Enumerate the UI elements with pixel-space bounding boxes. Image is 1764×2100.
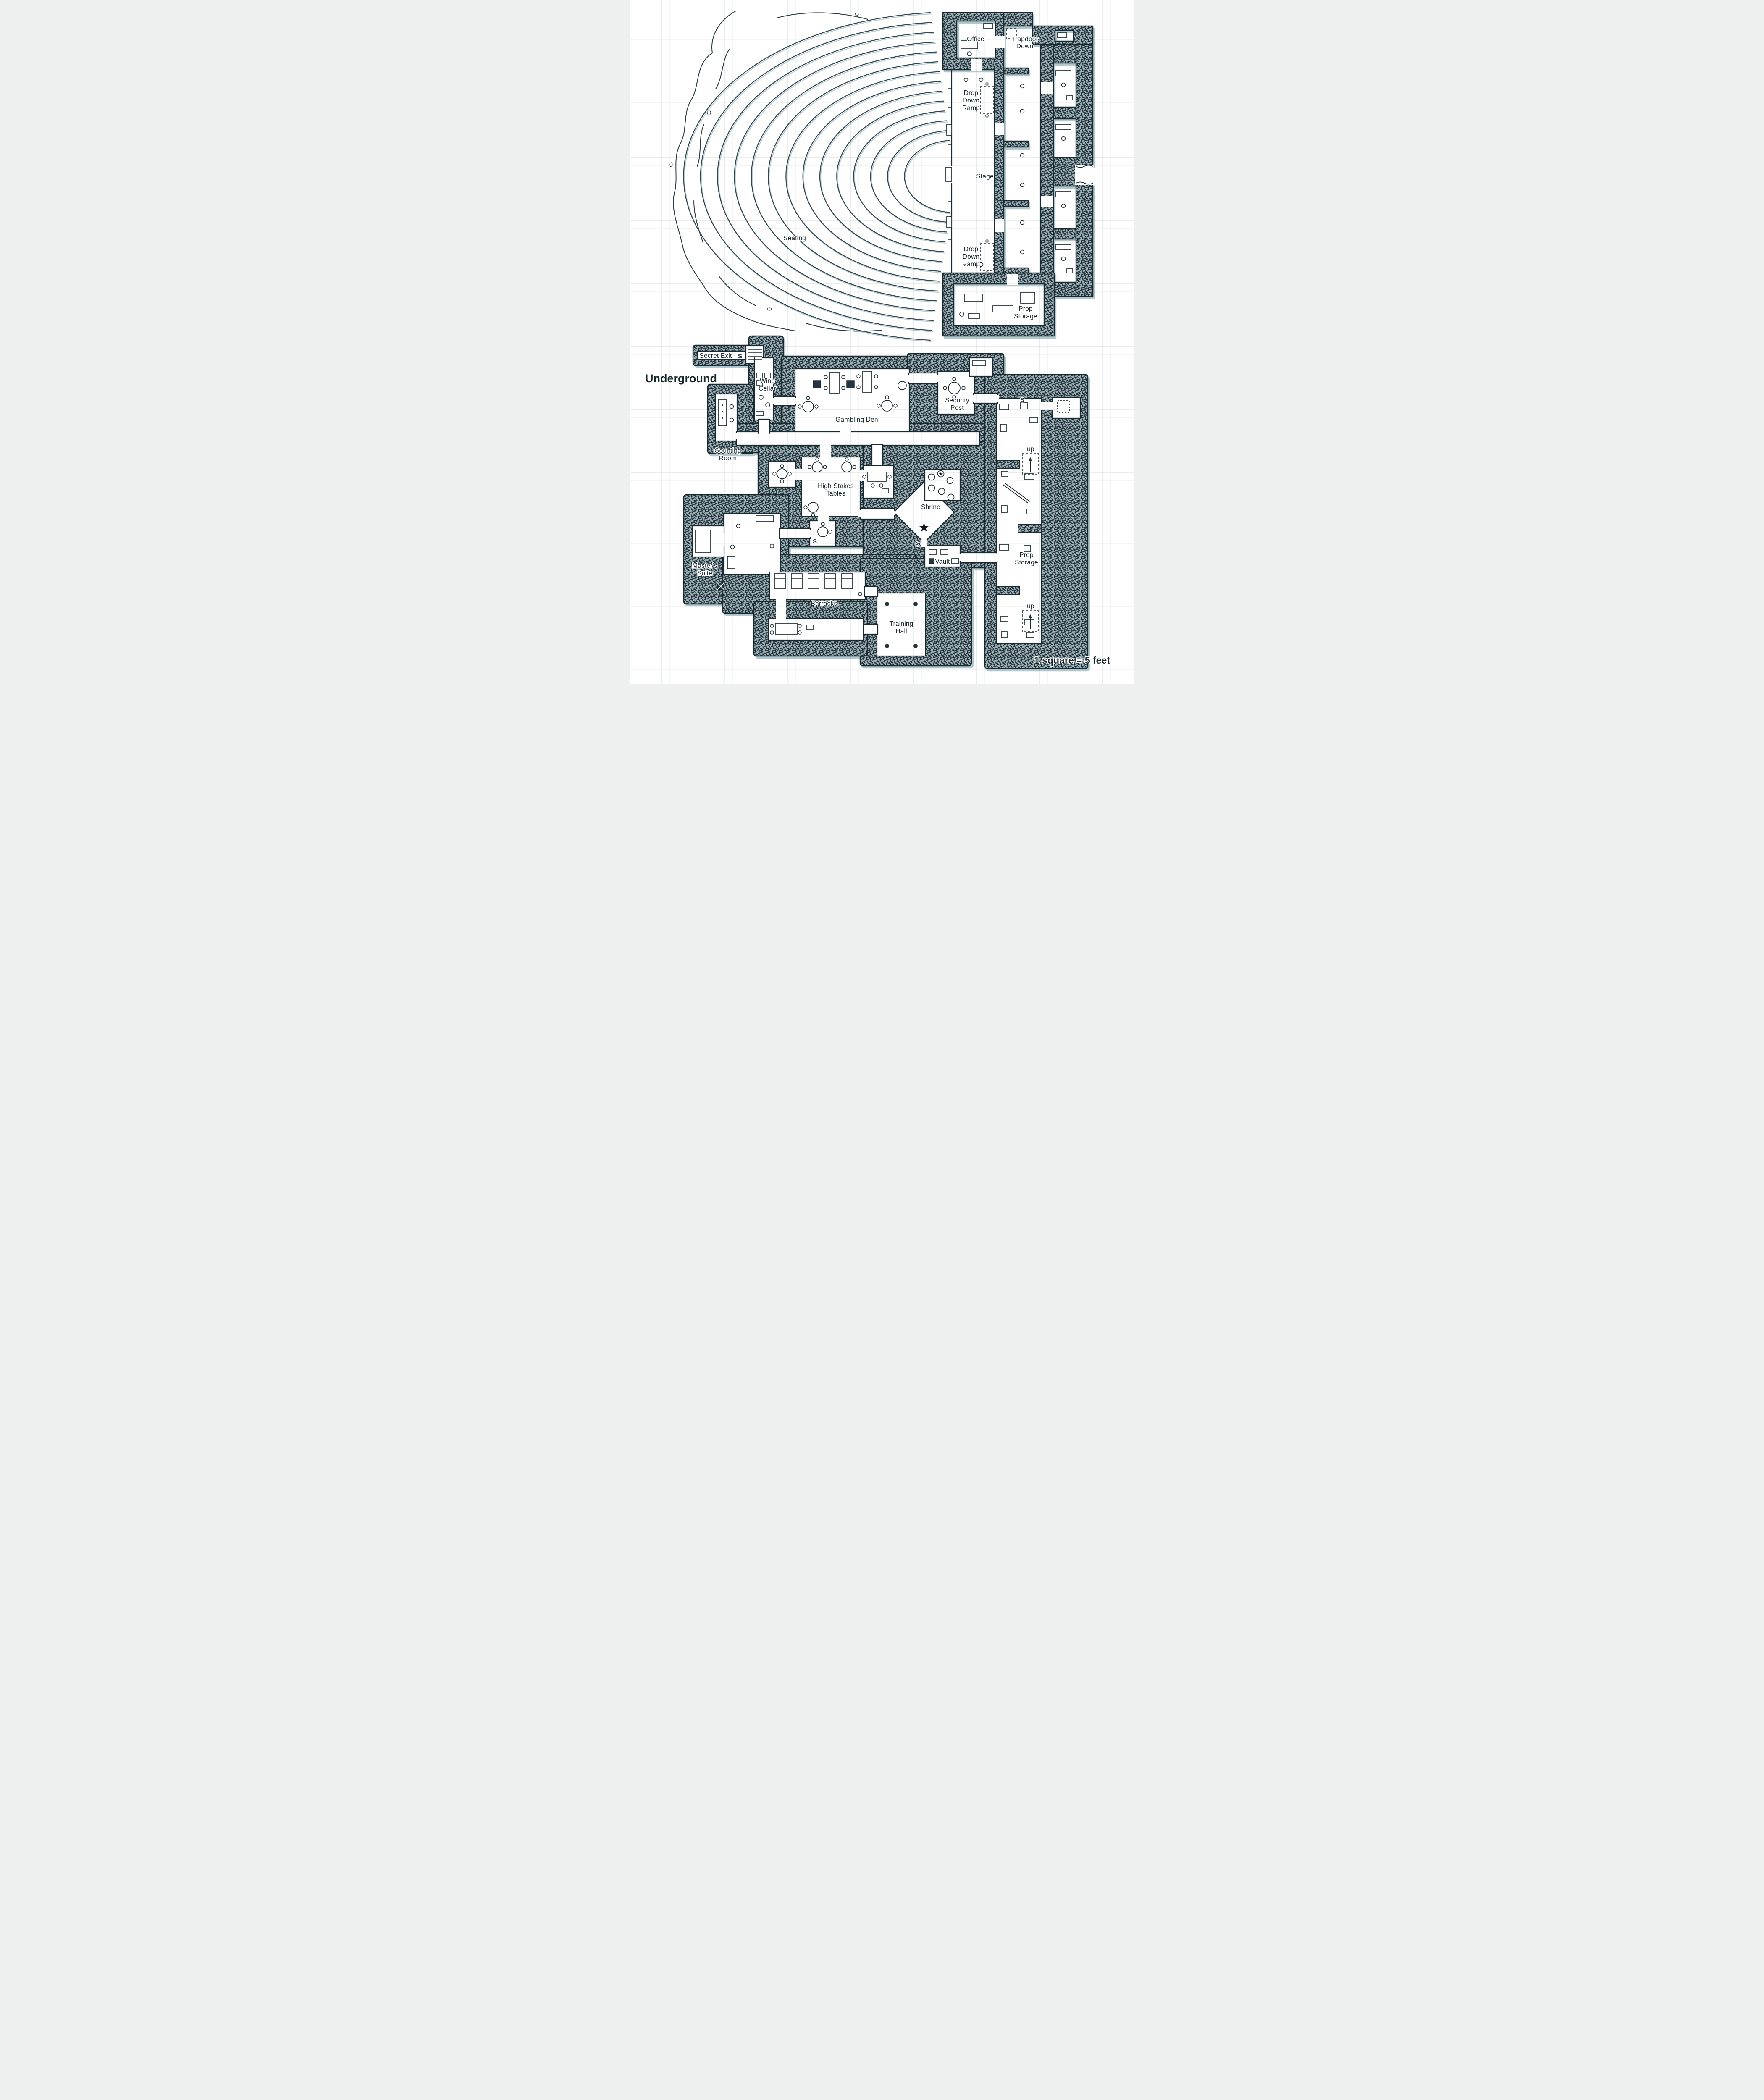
- label-s-center: S: [813, 538, 817, 545]
- label-stage: Stage: [976, 173, 994, 180]
- trapdoor-marker: [1006, 28, 1017, 39]
- seating-row-arc: [870, 120, 947, 233]
- underground-map: ★ ★: [683, 335, 1089, 669]
- dungeon-map-svg: Office Trapdoor Down Drop Down Ramp Stag…: [630, 0, 1134, 684]
- stage-corridor-wall: [994, 67, 1005, 274]
- room-wine-cellar: [753, 357, 774, 421]
- seating-rows: [683, 12, 950, 341]
- surface-labels: Office Trapdoor Down Drop Down Ramp Stag…: [782, 35, 1039, 321]
- map-titles: Underground 1 square = 5 feet: [644, 371, 1111, 667]
- label-ramp-bot-1: Drop: [964, 246, 978, 253]
- label-counting-2: Room: [719, 455, 737, 462]
- label-high-stakes-1: High Stakes: [818, 483, 854, 490]
- label-ramp-top-1: Drop: [964, 89, 978, 97]
- seating-row-arc: [734, 42, 935, 311]
- label-training-1: Training: [889, 620, 913, 627]
- corridor-vault-wing: [959, 552, 998, 564]
- label-seating: Seating: [783, 235, 806, 242]
- seating-row-arc: [768, 61, 938, 292]
- corridor-wine-gambling: [773, 396, 796, 407]
- stage-front-edge: [945, 70, 953, 273]
- label-office: Office: [967, 36, 984, 43]
- room-annex-east: [863, 465, 895, 499]
- corridor-right-wall: [1040, 44, 1054, 283]
- label-security-1: Security: [945, 397, 969, 404]
- corridor-barracks-training: [864, 585, 879, 597]
- room-prop-storage-ug: [995, 397, 1042, 644]
- label-prop-storage-2: Storage: [1014, 313, 1037, 320]
- corridor-main: [735, 431, 981, 446]
- seating-row-arc: [717, 32, 934, 321]
- label-prop-storage-1: Prop: [1018, 305, 1033, 312]
- label-secret-exit: Secret Exit: [699, 352, 732, 360]
- seating-row-arc: [683, 12, 931, 341]
- corridor-shrine-neck: [859, 507, 895, 520]
- seating-row-arc: [904, 140, 950, 213]
- seating-row-arc: [853, 110, 946, 242]
- ramp-marker-top: [980, 86, 994, 114]
- surface-map: Office Trapdoor Down Drop Down Ramp Stag…: [669, 10, 1094, 341]
- label-up-north: up: [1027, 446, 1034, 453]
- label-up-south: up: [1027, 603, 1034, 610]
- label-ramp-bot-3: Ramp: [962, 261, 980, 268]
- label-masters-1: Master's: [692, 562, 717, 570]
- corridor-gambling-security: [908, 372, 940, 385]
- scale-note: 1 square = 5 feet: [1034, 655, 1110, 666]
- seating-row-arc: [836, 100, 944, 252]
- cliff-edge: [669, 10, 882, 332]
- label-s-secret: S: [738, 353, 742, 360]
- top-right-wall: [1032, 25, 1094, 45]
- outer-east-wall-south: [1075, 183, 1094, 297]
- corridor-master-stairs: [779, 528, 811, 539]
- underground-furniture: ★ ★: [695, 349, 1070, 648]
- stage-doors: [971, 36, 1094, 285]
- stairs-up-south: [1022, 610, 1039, 632]
- underground-title: Underground: [645, 372, 717, 385]
- label-high-stakes-2: Tables: [826, 490, 845, 497]
- label-wine-1: Wine: [760, 378, 775, 385]
- coin-star-icon: ★: [938, 471, 943, 477]
- seating-row-arc: [751, 51, 937, 302]
- label-ramp-top-2: Down: [963, 97, 979, 104]
- corridor-down-neck: [871, 444, 884, 468]
- underground-openings: [721, 357, 1054, 620]
- seating-row-arc: [887, 130, 949, 223]
- stairs-up-north: [1022, 453, 1039, 475]
- label-training-2: Hall: [895, 628, 907, 635]
- underground-labels: Secret Exit S Wine Cellar Counting Room …: [691, 352, 1039, 636]
- label-masters-2: Suite: [697, 570, 712, 577]
- seating-row-arc: [802, 81, 941, 272]
- top-filler-wall: [1003, 12, 1033, 27]
- label-shrine: Shrine: [921, 504, 940, 511]
- label-ramp-top-3: Ramp: [962, 105, 980, 112]
- stage-furniture: [959, 23, 1073, 319]
- label-trapdoor-1: Trapdoor: [1011, 36, 1038, 43]
- seating-row-arc: [785, 71, 940, 282]
- seating-row-arc: [700, 22, 932, 331]
- label-ramp-bot-2: Down: [963, 253, 979, 260]
- dungeon-map-page: Office Trapdoor Down Drop Down Ramp Stag…: [630, 0, 1134, 684]
- seating-row-arc: [819, 91, 943, 262]
- shrine-star-icon: ★: [919, 521, 930, 535]
- outer-east-wall-north: [1075, 44, 1094, 166]
- label-wine-2: Cellar: [759, 385, 776, 392]
- broken-entrance: [1076, 165, 1093, 185]
- label-security-2: Post: [950, 404, 964, 412]
- label-prop-ug-1: Prop: [1019, 551, 1034, 559]
- corridor-training-neck: [863, 623, 879, 635]
- label-s-wing: S: [1020, 396, 1024, 404]
- label-vault: Vault: [935, 558, 950, 565]
- label-counting-1: Counting: [714, 447, 741, 454]
- label-trapdoor-2: Down: [1016, 43, 1033, 50]
- label-prop-ug-2: Storage: [1015, 559, 1038, 566]
- label-gambling-den: Gambling Den: [835, 416, 878, 423]
- ramp-marker-bottom: [980, 243, 994, 271]
- label-barracks: Barracks: [811, 600, 837, 607]
- corridor-security-wing: [973, 392, 999, 404]
- stage-building-walls: [942, 12, 1094, 337]
- stage-markers: [980, 28, 1017, 275]
